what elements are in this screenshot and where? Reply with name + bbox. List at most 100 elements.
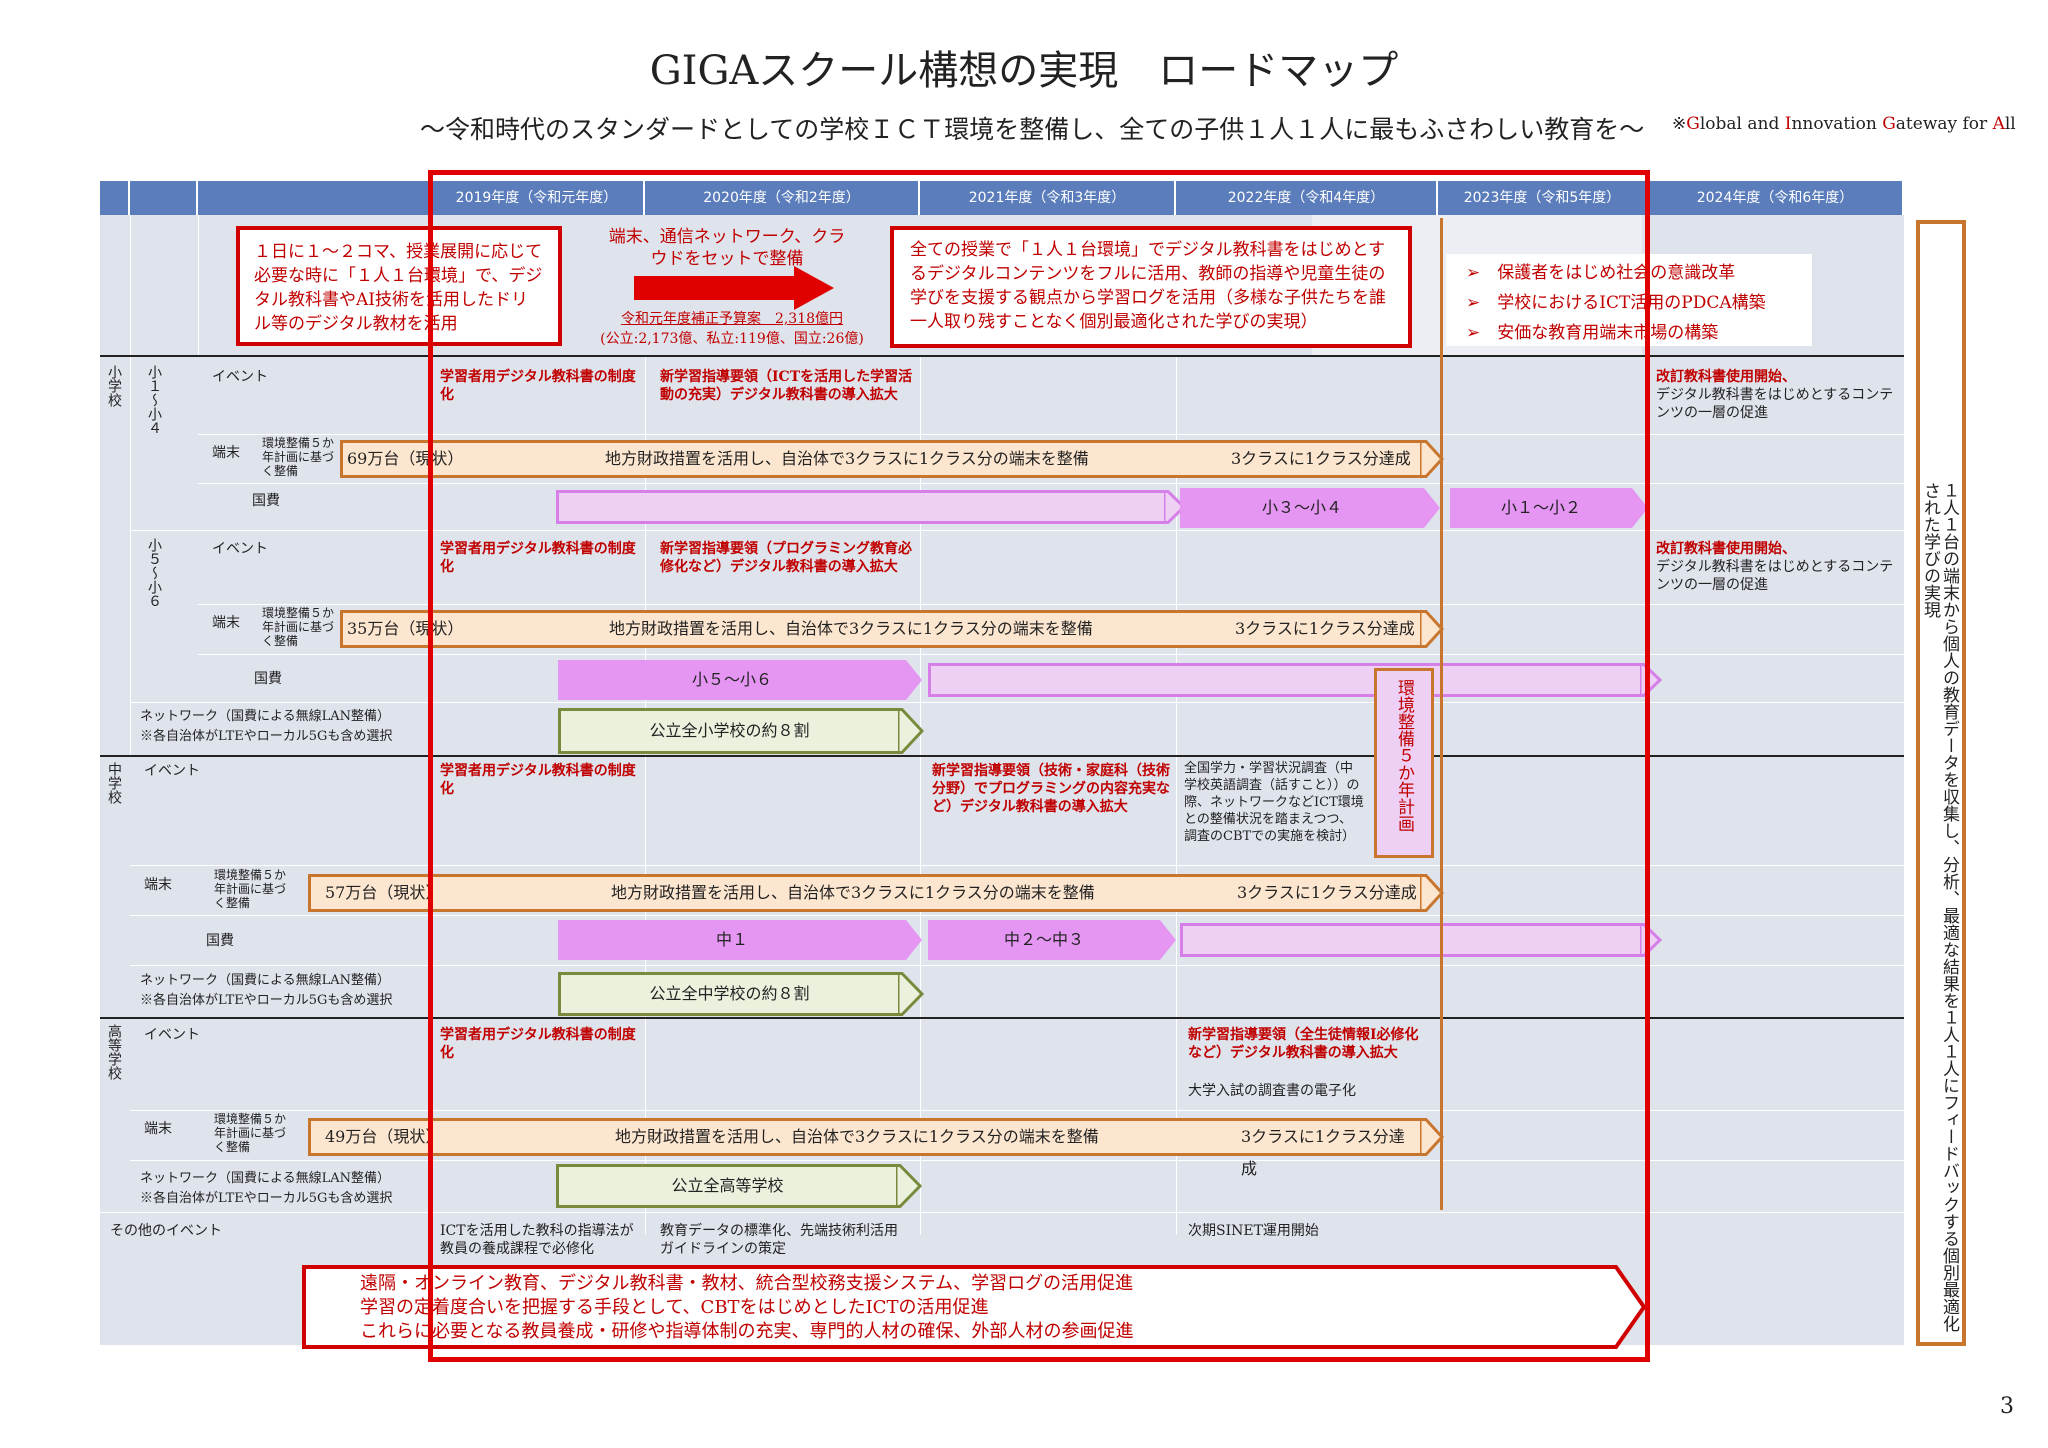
- giga-note: ※Global and Innovation Gateway for All: [1672, 114, 2016, 134]
- row-label-terminal: 端末: [212, 445, 240, 461]
- side-goal-text: １人１台の端末から個人の教育データを収集し、分析、最適な結果を１人１人にフィード…: [1920, 482, 1959, 1332]
- row-label-kokuhi: 国費: [252, 493, 280, 509]
- kokuhi-bar-sho34: [1180, 488, 1440, 528]
- kokuhi-bar-sho56: [558, 660, 922, 700]
- row-label-plan: 環境整備５か年計画に基づく整備: [262, 606, 335, 648]
- row-label-plan: 環境整備５か年計画に基づく整備: [214, 868, 287, 910]
- row-label-event: イベント: [144, 763, 200, 779]
- label-koto: 高等学校: [106, 1024, 122, 1080]
- society-bullets: ➢ 保護者をはじめ社会の意識改革 ➢ 学校におけるICT活用のPDCA構築 ➢ …: [1446, 254, 1812, 346]
- year-header-2022: 2022年度（令和4年度）: [1176, 181, 1438, 215]
- kokuhi-bar-light: [556, 490, 1164, 524]
- other-event-2020: 教育データの標準化、先端技術利活用ガイドラインの策定: [660, 1223, 898, 1257]
- year-header-2021: 2021年度（令和3年度）: [920, 181, 1176, 215]
- label-sho56: 小５〜小６: [146, 538, 162, 608]
- terminal-bar-chu: 57万台（現状） 地方財政措置を活用し、自治体で3クラスに1クラス分の端末を整備…: [308, 874, 1420, 912]
- event-kaitei-body: デジタル教科書をはじめとするコンテンツの一層の促進: [1656, 559, 1894, 593]
- label-sho14: 小１〜小４: [146, 365, 162, 435]
- year-header-2020: 2020年度（令和2年度）: [645, 181, 920, 215]
- bullet-item: ➢ 保護者をはじめ社会の意識改革: [1466, 263, 1736, 283]
- budget-line1: 令和元年度補正予算案 2,318億円: [620, 311, 844, 327]
- row-label-network: ネットワーク（国費による無線LAN整備）: [140, 973, 391, 988]
- terminal-arrow-head: [1420, 1118, 1444, 1156]
- page-subtitle: ～令和時代のスタンダードとしての学校ＩＣＴ環境を整備し、全ての子供１人１人に最も…: [420, 115, 1645, 144]
- row-label-plan: 環境整備５か年計画に基づく整備: [214, 1112, 287, 1154]
- side-goal-box: １人１台の端末から個人の教育データを収集し、分析、最適な結果を１人１人にフィード…: [1916, 220, 1966, 1346]
- row-label-network: ネットワーク（国費による無線LAN整備）: [140, 1171, 391, 1186]
- year-header-2024: 2024年度（令和6年度）: [1648, 181, 1904, 215]
- bullet-item: ➢ 安価な教育用端末市場の構築: [1466, 323, 1719, 343]
- kokuhi-label-chu23: 中２〜中３: [1003, 930, 1084, 949]
- row-label-other: その他のイベント: [110, 1223, 222, 1239]
- terminal-arrow-head: [1420, 440, 1444, 478]
- event-chu-2022: 全国学力・学習状況調査（中学校英語調査（話すこと））の際、ネットワークなどICT…: [1184, 761, 1364, 844]
- row-label-network-note: ※各自治体がLTEやローカル5Gも含め選択: [140, 729, 393, 744]
- five-year-plan-box: 環境整備５か年計画: [1374, 668, 1434, 858]
- kokuhi-label-sho12: 小１〜小２: [1500, 498, 1581, 517]
- bullet-item: ➢ 学校におけるICT活用のPDCA構築: [1466, 293, 1766, 313]
- network-bar-sho: 公立全小学校の約８割: [558, 708, 898, 754]
- network-arrow-head: [898, 708, 924, 754]
- promotion-line: 遠隔・オンライン教育、デジタル教科書・教材、統合型校務支援システム、学習ログの活…: [360, 1273, 1134, 1294]
- plan-end-line: [1440, 218, 1443, 1210]
- page-title: GIGAスクール構想の実現 ロードマップ: [649, 48, 1399, 94]
- label-shogakko: 小学校: [106, 365, 122, 407]
- roadmap-background: [100, 215, 1904, 1345]
- terminal-arrow-head: [1420, 610, 1444, 648]
- network-bar-chu: 公立全中学校の約８割: [558, 972, 898, 1016]
- kokuhi-bar-light: [928, 663, 1640, 697]
- row-label-network-note: ※各自治体がLTEやローカル5Gも含め選択: [140, 993, 393, 1008]
- row-label-kokuhi: 国費: [206, 933, 234, 949]
- other-event-2019: ICTを活用した教科の指導法が教員の養成課程で必修化: [440, 1223, 634, 1257]
- year-header-2023: 2023年度（令和5年度）: [1438, 181, 1648, 215]
- five-year-plan-label: 環境整備５か年計画: [1394, 679, 1414, 832]
- giga-period-frame: [428, 170, 1650, 1362]
- event-koto-2022-note: 大学入試の調査書の電子化: [1188, 1083, 1356, 1099]
- row-label-event: イベント: [212, 369, 268, 385]
- event-koto-2022: 新学習指導要領（全生徒情報Ⅰ必修化など）デジタル教科書の導入拡大: [1188, 1027, 1419, 1061]
- row-label-network-note: ※各自治体がLTEやローカル5Gも含め選択: [140, 1191, 393, 1206]
- event-sho14-2020: 新学習指導要領（ICTを活用した学習活動の充実）デジタル教科書の導入拡大: [660, 369, 913, 403]
- network-arrow-head: [896, 1164, 922, 1208]
- infra-arrow: [634, 266, 834, 310]
- row-label-network: ネットワーク（国費による無線LAN整備）: [140, 709, 391, 724]
- terminal-bar-sho14: 69万台（現状） 地方財政措置を活用し、自治体で3クラスに1クラス分の端末を整備…: [340, 440, 1420, 478]
- kokuhi-label-chu1: 中１: [715, 930, 748, 949]
- other-event-2022: 次期SINET運用開始: [1188, 1223, 1319, 1239]
- label-chugakko: 中学校: [106, 762, 122, 804]
- row-label-event: イベント: [212, 541, 268, 557]
- row-label-event: イベント: [144, 1027, 200, 1043]
- kokuhi-bar-light: [1180, 923, 1640, 957]
- terminal-bar-koto: 49万台（現状） 地方財政措置を活用し、自治体で3クラスに1クラス分の端末を整備…: [308, 1118, 1420, 1178]
- kokuhi-bar-sho12: [1450, 488, 1648, 528]
- event-digital-textbook: 学習者用デジタル教科書の制度化: [440, 1027, 636, 1061]
- event-kaitei-title: 改訂教科書使用開始、: [1656, 369, 1796, 385]
- network-bar-koto: 公立全高等学校: [556, 1164, 896, 1208]
- event-kaitei-body: デジタル教科書をはじめとするコンテンツの一層の促進: [1656, 387, 1894, 421]
- year-header-2019: 2019年度（令和元年度）: [430, 181, 645, 215]
- row-label-terminal: 端末: [212, 615, 240, 631]
- network-arrow-head: [898, 972, 924, 1016]
- promotion-arrow-box: [302, 1265, 1647, 1349]
- budget-line2: (公立:2,173億、私立:119億、国立:26億): [600, 331, 864, 347]
- event-sho56-2020: 新学習指導要領（プログラミング教育必修化など）デジタル教科書の導入拡大: [660, 541, 912, 575]
- event-chu-2021: 新学習指導要領（技術・家庭科（技術分野）でプログラミングの内容充実など）デジタル…: [932, 763, 1170, 815]
- row-label-terminal: 端末: [144, 1121, 172, 1137]
- terminal-bar-sho56: 35万台（現状） 地方財政措置を活用し、自治体で3クラスに1クラス分の端末を整備…: [340, 610, 1420, 648]
- promotion-line: これらに必要となる教員養成・研修や指導体制の充実、専門的人材の確保、外部人材の参…: [360, 1321, 1134, 1342]
- usage-2019-box: １日に１～２コマ、授業展開に応じて必要な時に「１人１台環境」で、デジタル教科書や…: [236, 226, 562, 346]
- event-digital-textbook: 学習者用デジタル教科書の制度化: [440, 369, 636, 403]
- event-digital-textbook: 学習者用デジタル教科書の制度化: [440, 763, 636, 797]
- event-digital-textbook: 学習者用デジタル教科書の制度化: [440, 541, 636, 575]
- kokuhi-label-sho34: 小３〜小４: [1261, 498, 1342, 517]
- terminal-arrow-head: [1420, 874, 1444, 912]
- event-kaitei-title: 改訂教科書使用開始、: [1656, 541, 1796, 557]
- row-label-terminal: 端末: [144, 877, 172, 893]
- kokuhi-bar-chu1: [558, 920, 922, 960]
- row-label-kokuhi: 国費: [254, 671, 282, 687]
- kokuhi-label-sho56: 小５〜小６: [691, 670, 772, 689]
- kokuhi-bar-chu23: [928, 920, 1176, 960]
- promotion-line: 学習の定着度合いを把握する手段として、CBTをはじめとしたICTの活用促進: [360, 1297, 989, 1318]
- usage-all-classes-box: 全ての授業で「１人１台環境」でデジタル教科書をはじめとするデジタルコンテンツをフ…: [890, 226, 1412, 348]
- kokuhi-arrow-head: [1164, 490, 1186, 524]
